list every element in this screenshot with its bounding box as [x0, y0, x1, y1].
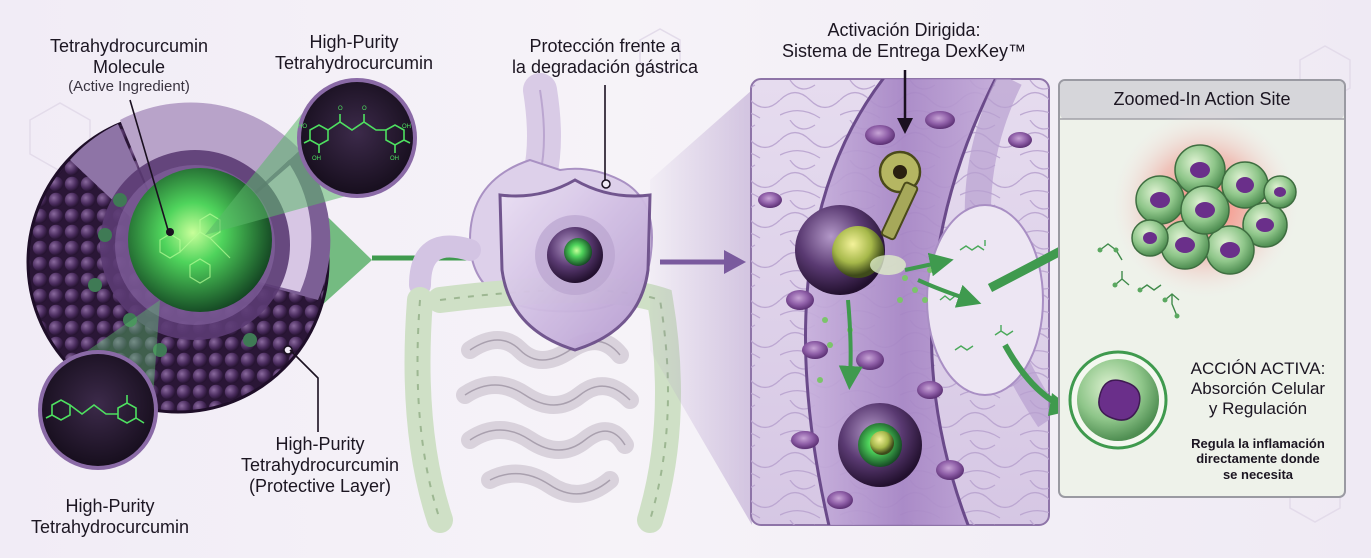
zoom-panel-header: Zoomed-In Action Site	[1113, 89, 1291, 109]
svg-text:OH: OH	[402, 124, 411, 130]
molecule-inset-top: HO OH OH OH O O	[205, 78, 417, 235]
action-line1: ACCIÓN ACTIVA:	[1190, 359, 1326, 378]
activation-label: Activación Dirigida: Sistema de Entrega …	[752, 20, 1056, 62]
gastric-line1: Protección frente a	[529, 36, 681, 56]
activation-line1: Activación Dirigida:	[827, 20, 981, 40]
molecule-title-line2: Molecule	[92, 57, 166, 78]
layer-line1: High-Purity	[275, 434, 365, 454]
purity-top-line2: Tetrahydrocurcumin	[274, 53, 434, 74]
activation-line2: Sistema de Entrega DexKey™	[781, 41, 1027, 62]
molecule-inset-bottom	[38, 300, 160, 470]
svg-text:OH: OH	[312, 156, 321, 162]
purity-label-top: High-Purity Tetrahydrocurcumin	[246, 32, 462, 74]
active-action-label: ACCIÓN ACTIVA: Absorción Celular y Regul…	[1172, 359, 1344, 419]
purity-bottom-line2: Tetrahydrocurcumin	[30, 517, 190, 538]
protective-layer-label: High-Purity Tetrahydrocurcumin (Protecti…	[208, 434, 432, 498]
svg-text:O: O	[362, 106, 367, 112]
purity-top-line1: High-Purity	[309, 32, 399, 52]
action-line2: Absorción Celular	[1190, 379, 1326, 399]
regulates-line3: se necesita	[1222, 466, 1294, 482]
blood-cells	[758, 111, 1032, 509]
absorbing-cell	[1068, 350, 1168, 450]
svg-text:HO: HO	[298, 124, 307, 130]
svg-text:O: O	[338, 106, 343, 112]
arrow-to-bloodstream	[650, 90, 752, 525]
regulation-note: Regula la inflamación directamente donde…	[1172, 436, 1344, 482]
purity-label-bottom: High-Purity Tetrahydrocurcumin	[12, 496, 208, 538]
regulates-line1: Regula la inflamación	[1191, 436, 1325, 451]
zoom-panel	[1058, 79, 1346, 498]
gastric-protection-label: Protección frente a la degradación gástr…	[472, 36, 738, 78]
action-line3: y Regulación	[1208, 399, 1308, 419]
regulates-line2: directamente donde	[1196, 451, 1320, 467]
digestive-system	[404, 73, 681, 533]
gastric-line2: la degradación gástrica	[511, 57, 699, 78]
molecule-title-line1: Tetrahydrocurcumin	[49, 36, 209, 56]
molecule-subtitle: (Active Ingredient)	[68, 78, 190, 96]
svg-text:OH: OH	[390, 156, 399, 162]
layer-line2: Tetrahydrocurcumin	[240, 455, 400, 476]
key-icon	[878, 150, 922, 241]
layer-line3: (Protective Layer)	[248, 476, 392, 497]
molecule-title: Tetrahydrocurcumin Molecule (Active Ingr…	[22, 36, 236, 96]
leader-lines	[129, 99, 319, 432]
purity-bottom-line1: High-Purity	[65, 496, 155, 516]
bloodstream-panel	[750, 70, 1050, 526]
